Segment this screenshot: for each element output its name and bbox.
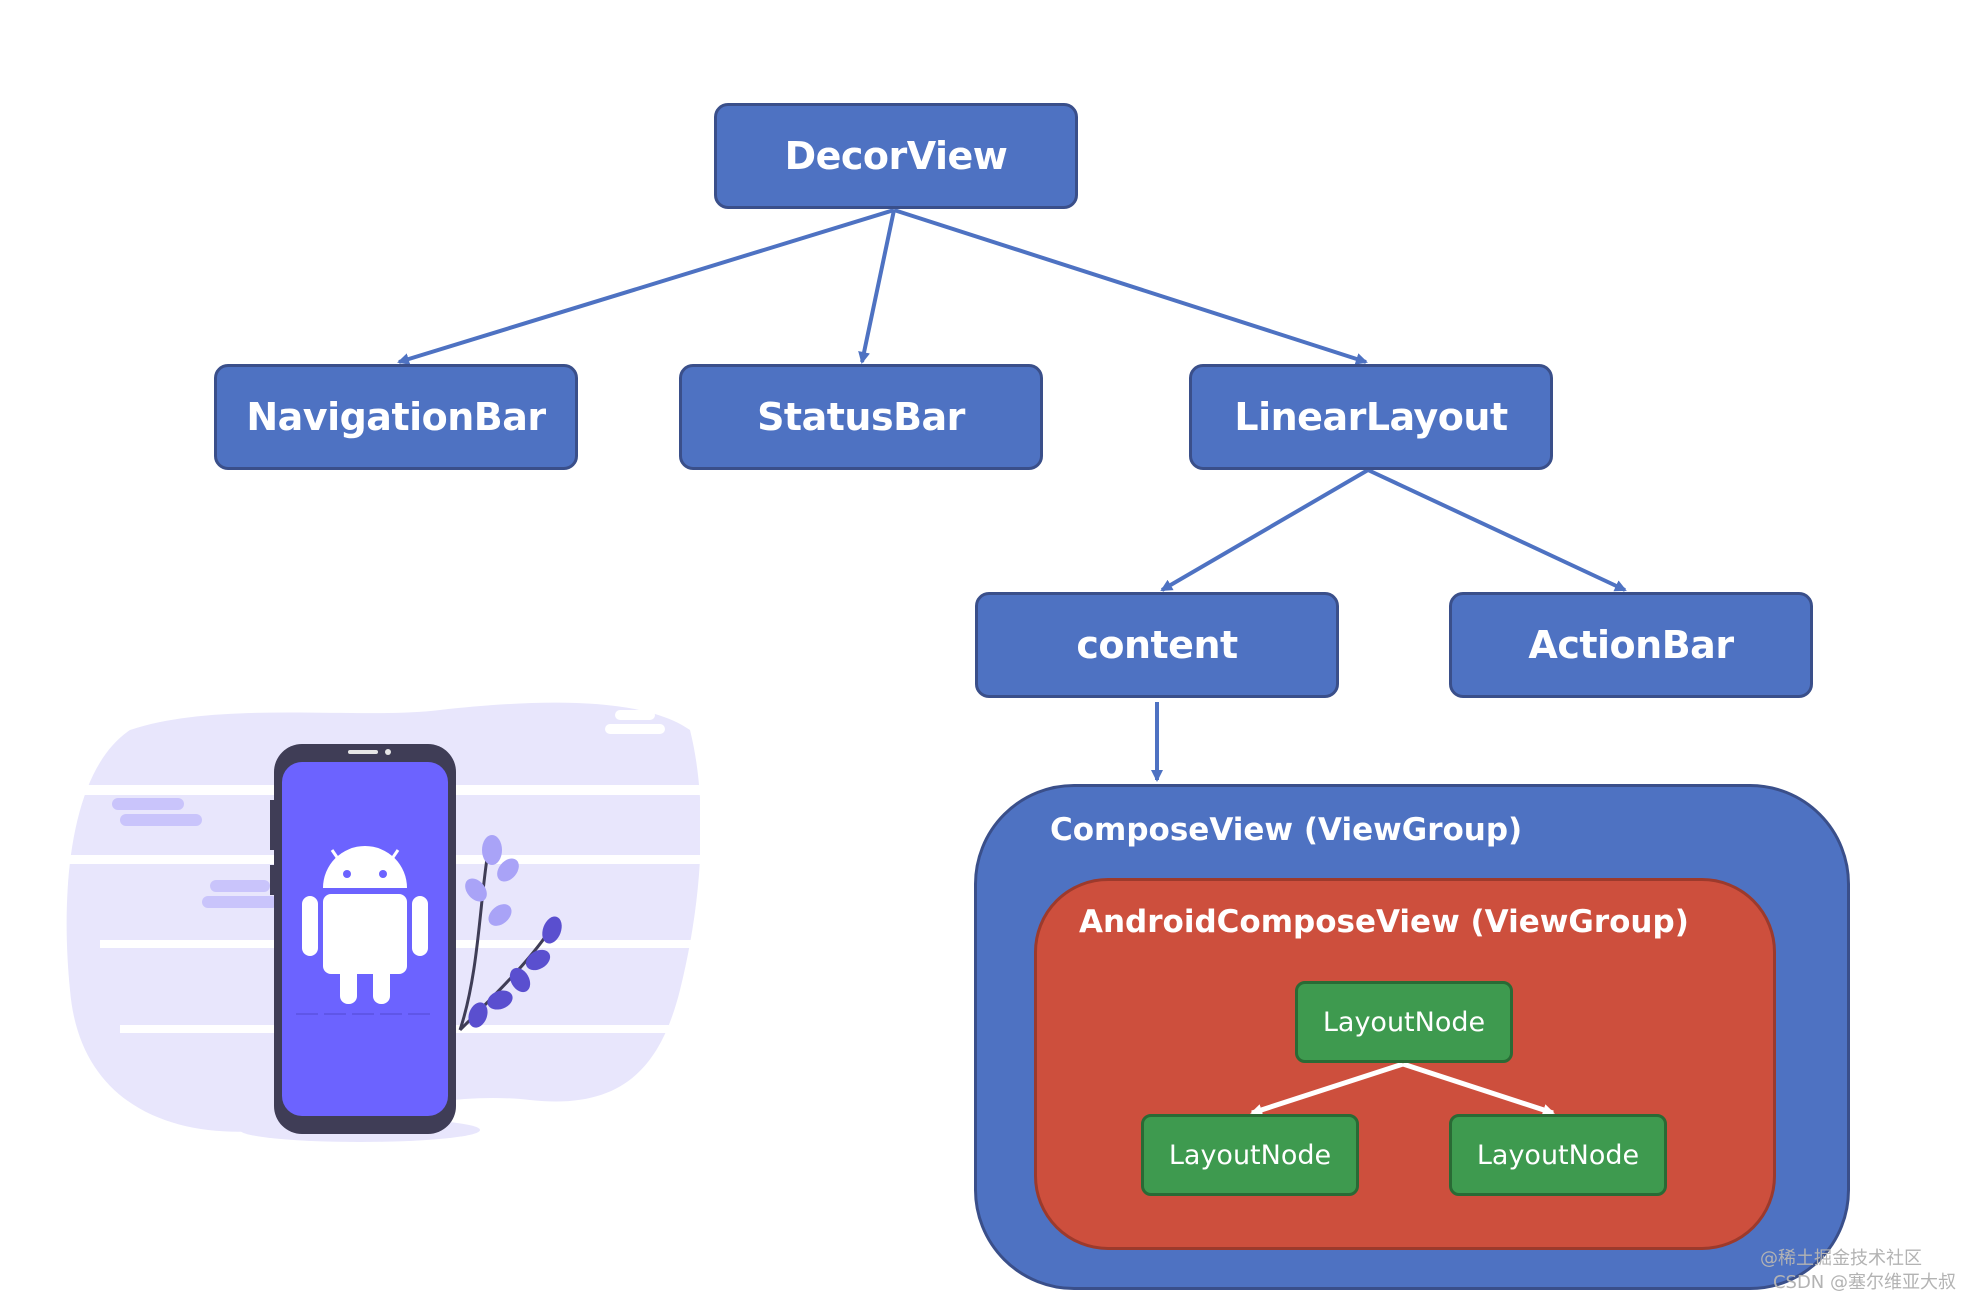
edge-layoutnode-left bbox=[1250, 1061, 1404, 1116]
linearlayout-node: LinearLayout bbox=[1189, 364, 1553, 470]
accent-bar bbox=[112, 798, 184, 810]
layoutnode-root-label: LayoutNode bbox=[1322, 1006, 1486, 1038]
android-phone-illustration bbox=[60, 702, 700, 1142]
edge-decorview-linearlayout bbox=[893, 208, 1368, 365]
linearlayout-label: LinearLayout bbox=[1234, 395, 1508, 439]
navigationbar-node: NavigationBar bbox=[214, 364, 578, 470]
androidcomposeview-label: AndroidComposeView (ViewGroup) bbox=[1079, 904, 1689, 940]
android-icon bbox=[302, 846, 428, 1004]
accent-bar bbox=[202, 896, 278, 908]
layoutnode-right-label: LayoutNode bbox=[1476, 1139, 1640, 1171]
layoutnode-left-label: LayoutNode bbox=[1168, 1139, 1332, 1171]
edge-layoutnode-right bbox=[1402, 1061, 1555, 1116]
accent-bar bbox=[210, 880, 270, 892]
accent-bar bbox=[615, 710, 655, 720]
plant-icon bbox=[458, 835, 562, 1032]
edge-linearlayout-content bbox=[1160, 468, 1370, 592]
edge-linearlayout-actionbar bbox=[1367, 468, 1627, 592]
layoutnode-right: LayoutNode bbox=[1449, 1114, 1667, 1196]
edge-decorview-statusbar bbox=[858, 209, 896, 364]
phone-camera bbox=[385, 749, 391, 755]
decorview-node: DecorView bbox=[714, 103, 1078, 209]
layoutnode-left: LayoutNode bbox=[1141, 1114, 1359, 1196]
watermark-csdn: CSDN @塞尔维亚大叔 bbox=[1772, 1272, 1956, 1293]
accent-bar bbox=[120, 814, 202, 826]
actionbar-node: ActionBar bbox=[1449, 592, 1813, 698]
composeview-label: ComposeView (ViewGroup) bbox=[1050, 812, 1523, 848]
navigationbar-label: NavigationBar bbox=[246, 395, 546, 439]
actionbar-label: ActionBar bbox=[1528, 623, 1734, 667]
decorview-label: DecorView bbox=[784, 134, 1008, 178]
phone-speaker bbox=[348, 750, 378, 754]
statusbar-label: StatusBar bbox=[757, 395, 965, 439]
phone-side-button bbox=[270, 865, 276, 895]
phone-side-button bbox=[270, 800, 276, 850]
accent-bar bbox=[605, 724, 665, 734]
statusbar-node: StatusBar bbox=[679, 364, 1043, 470]
layoutnode-root: LayoutNode bbox=[1295, 981, 1513, 1063]
edge-decorview-navigationbar bbox=[397, 208, 895, 365]
content-label: content bbox=[1076, 623, 1238, 667]
watermark-juejin: @稀土掘金技术社区 bbox=[1760, 1248, 1922, 1269]
content-node: content bbox=[975, 592, 1339, 698]
